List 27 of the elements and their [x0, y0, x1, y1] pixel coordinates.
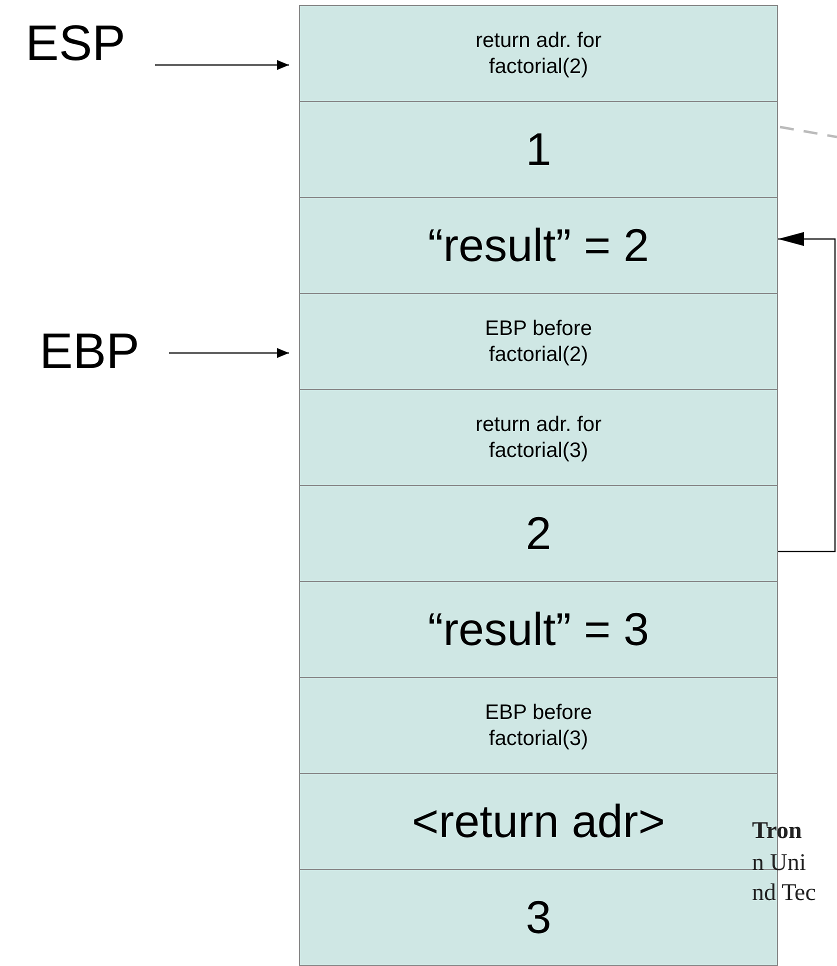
stack-cell [299, 869, 778, 966]
cell-text: “result” = 2 [428, 218, 650, 273]
stack-cell [299, 581, 778, 678]
cell-text: EBP before factorial(2) [484, 316, 594, 367]
background-text: Tron [752, 818, 802, 845]
register-label: EBP [39, 322, 140, 380]
stack-cell [299, 101, 778, 198]
cell-text: 1 [526, 122, 552, 177]
stack-cell [299, 485, 778, 582]
stack-cell [299, 293, 778, 390]
cell-text: <return adr> [412, 794, 666, 849]
cell-text: EBP before factorial(3) [484, 700, 594, 751]
cell-text: 3 [526, 890, 552, 945]
stack-cell [299, 5, 778, 102]
stack-cell [299, 197, 778, 294]
cell-text: 2 [526, 506, 552, 561]
cell-text: return adr. for factorial(3) [474, 412, 603, 463]
stack-cell [299, 389, 778, 486]
stack-cell [299, 677, 778, 774]
background-text: n Uni [752, 850, 806, 877]
arrow [155, 60, 289, 70]
arrow [778, 232, 836, 552]
cell-text: return adr. for factorial(2) [474, 28, 603, 79]
cell-text: “result” = 3 [428, 602, 650, 657]
arrow [169, 348, 289, 358]
background-text: nd Tec [752, 880, 816, 907]
register-label: ESP [25, 14, 126, 72]
